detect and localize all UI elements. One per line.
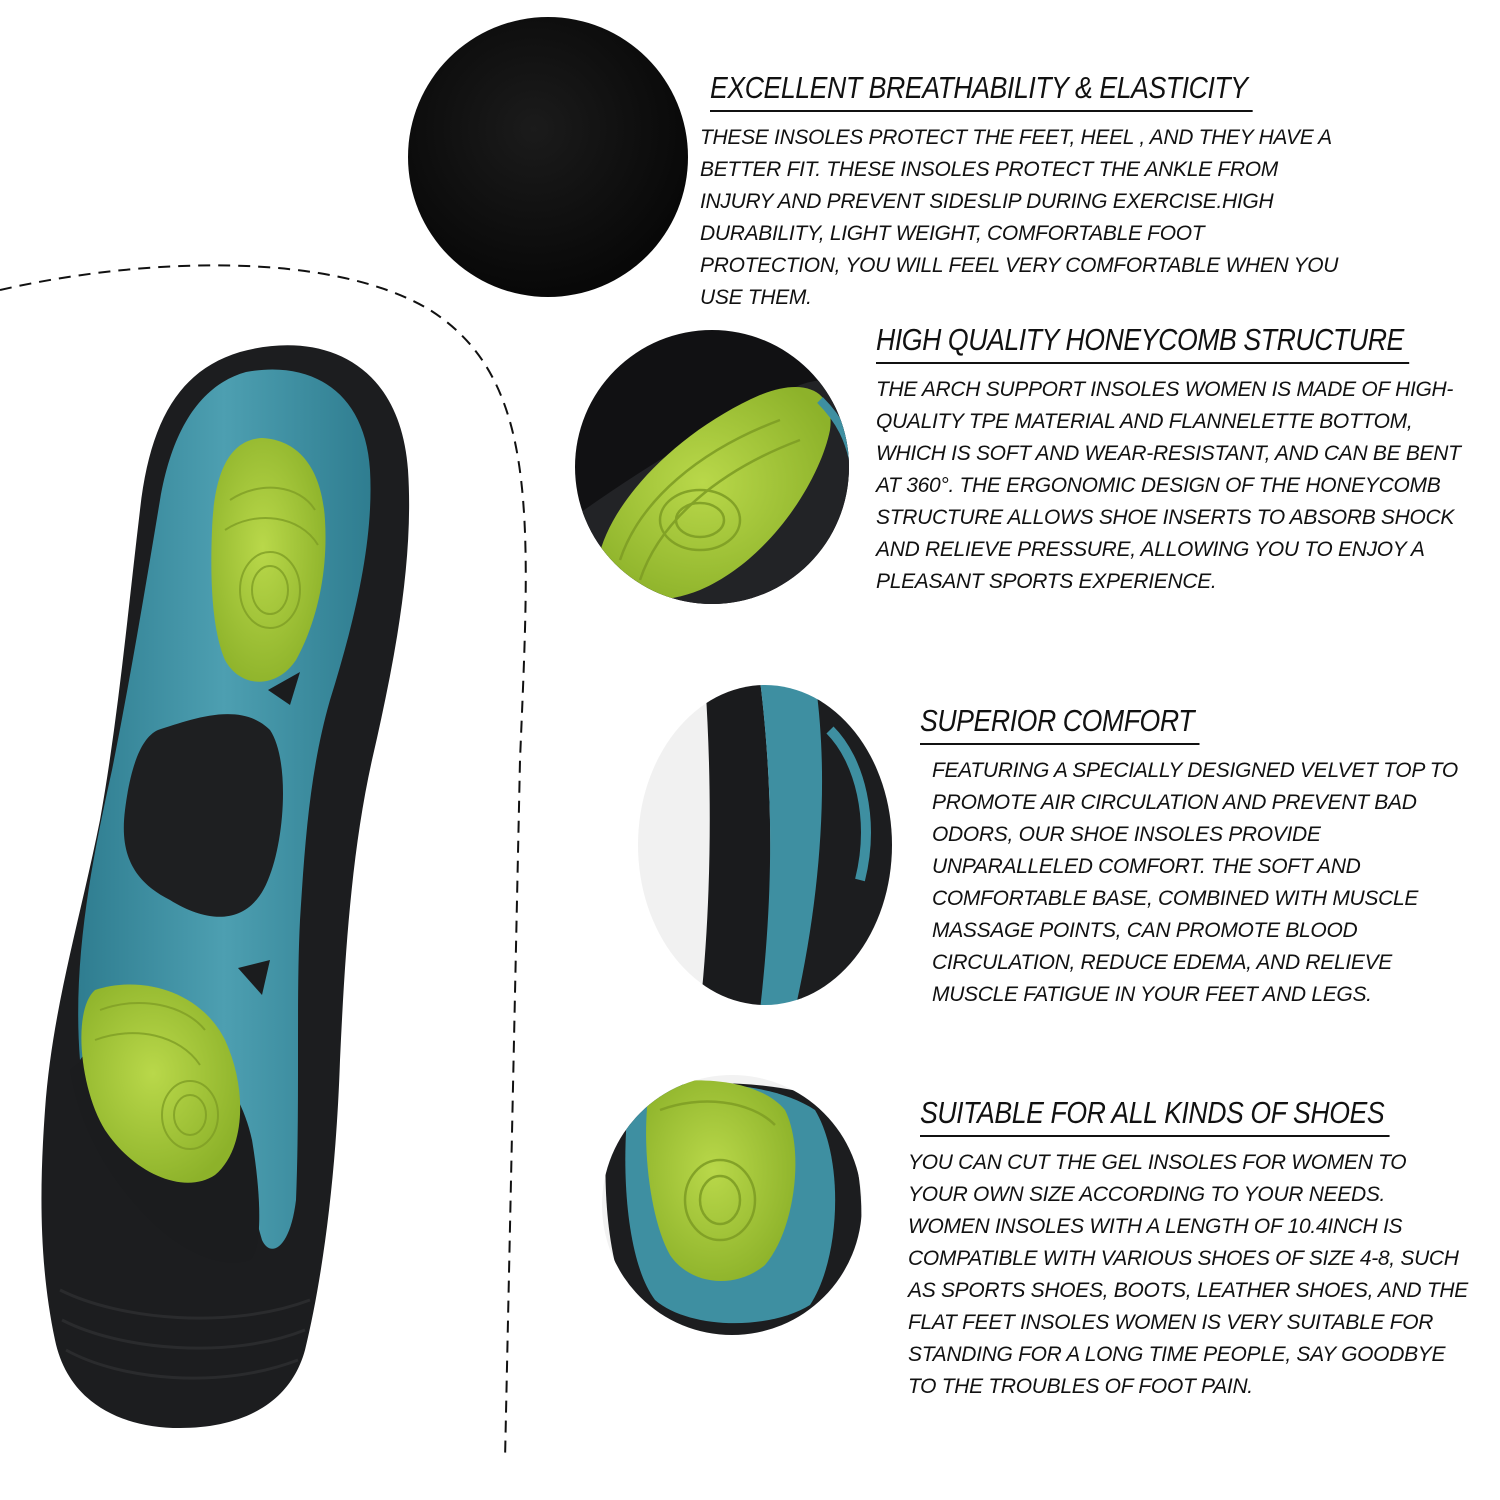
feature-title: EXCELLENT BREATHABILITY & ELASTICITY [710, 70, 1253, 112]
feature-title: HIGH QUALITY HONEYCOMB STRUCTURE [876, 322, 1410, 364]
feature-description: THESE INSOLES PROTECT THE FEET, HEEL , A… [700, 126, 1339, 309]
velvet-detail-circle [408, 17, 688, 297]
honeycomb-detail-circle [575, 330, 849, 604]
insole-illustration [41, 345, 410, 1428]
feature-title: SUPERIOR COMFORT [920, 703, 1200, 745]
feature-description: YOU CAN CUT THE GEL INSOLES FOR WOMEN TO… [908, 1151, 1468, 1398]
feature-comfort: SUPERIOR COMFORT FEATURING A SPECIALLY D… [920, 703, 1480, 1011]
shoe-fit-detail-circle [602, 1075, 862, 1335]
feature-all-shoes: SUITABLE FOR ALL KINDS OF SHOES YOU CAN … [908, 1095, 1468, 1403]
feature-description: THE ARCH SUPPORT INSOLES WOMEN IS MADE O… [876, 378, 1461, 593]
feature-title: SUITABLE FOR ALL KINDS OF SHOES [920, 1095, 1390, 1137]
feature-description: FEATURING A SPECIALLY DESIGNED VELVET TO… [932, 759, 1458, 1006]
feature-honeycomb: HIGH QUALITY HONEYCOMB STRUCTURE THE ARC… [876, 322, 1476, 598]
comfort-detail-circle [638, 685, 892, 1005]
dashed-divider-curve [0, 264, 527, 1461]
feature-breathability: EXCELLENT BREATHABILITY & ELASTICITY THE… [700, 70, 1340, 314]
